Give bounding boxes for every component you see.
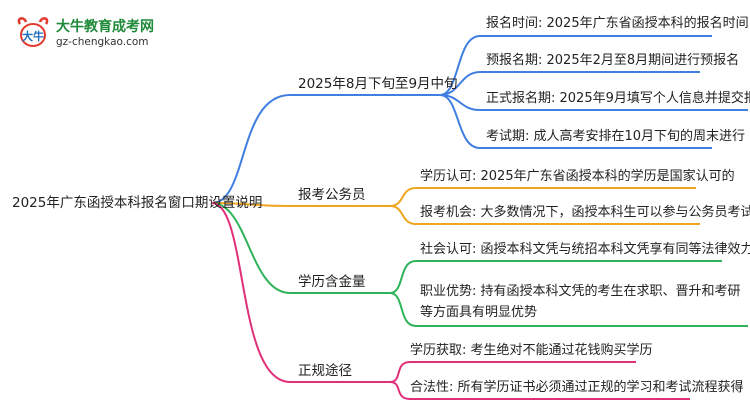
logo-title: 大牛教育成考网 [56,19,154,35]
connector-leaf-2-2 [389,205,700,225]
root-topic: 2025年广东函授本科报名窗口期设置说明 [12,195,263,211]
site-logo[interactable]: 大牛 大牛教育成考网 gz-chengkao.com [14,14,214,54]
leaf-1-2: 预报名期: 2025年2月至8月期间进行预报名 [486,53,740,68]
branch-3-connectors [389,260,748,327]
leaf-3-2: 职业优势: 持有函授本科文凭的考生在求职、晋升和考研等方面具有明显优势 [420,284,741,320]
branch-1-connectors [439,35,748,149]
branch-2-title: 报考公务员 [298,187,366,203]
connector-leaf-4-2 [389,381,690,400]
leaf-4-1: 学历获取: 考生绝对不能通过花钱购买学历 [410,343,653,358]
branch-3-title: 学历含金量 [298,274,366,290]
connector-leaf-1-4 [439,94,712,149]
connector-leaf-1-2 [439,71,700,96]
bull-logo-icon: 大牛 [17,17,49,47]
leaf-2-2: 报考机会: 大多数情况下，函授本科生可以参与公务员考试 [420,205,750,220]
connector-root-branch-4 [211,202,390,383]
connector-leaf-1-1 [439,35,712,96]
connector-root-branch-2 [211,202,390,207]
leaf-4-2: 合法性: 所有学历证书必须通过正规的学习和考试流程获得 [410,380,744,395]
branch-2-connectors [389,187,700,225]
connector-leaf-3-2 [389,292,748,327]
logo-url: gz-chengkao.com [56,36,149,48]
branch-4-title: 正规途径 [298,363,352,379]
leaf-1-1: 报名时间: 2025年广东省函授本科的报名时间 [486,16,749,31]
leaf-1-4: 考试期: 成人高考安排在10月下旬的周末进行 [486,129,746,144]
connector-leaf-3-1 [389,260,722,294]
branch-1-title: 2025年8月下旬至9月中旬 [298,76,458,92]
root-connectors [211,94,440,383]
connector-root-branch-3 [211,202,390,294]
svg-text:大牛: 大牛 [22,29,44,43]
connector-leaf-2-1 [389,187,696,207]
connector-root-branch-1 [211,94,440,204]
leaf-1-3: 正式报名期: 2025年9月填写个人信息并提交报名表 [486,91,750,106]
leaf-3-1: 社会认可: 函授本科文凭与统招本科文凭享有同等法律效力 [420,242,750,257]
branch-4-connectors [389,361,690,400]
leaf-2-1: 学历认可: 2025年广东省函授本科的学历是国家认可的 [420,169,735,184]
connector-leaf-4-1 [389,361,636,383]
